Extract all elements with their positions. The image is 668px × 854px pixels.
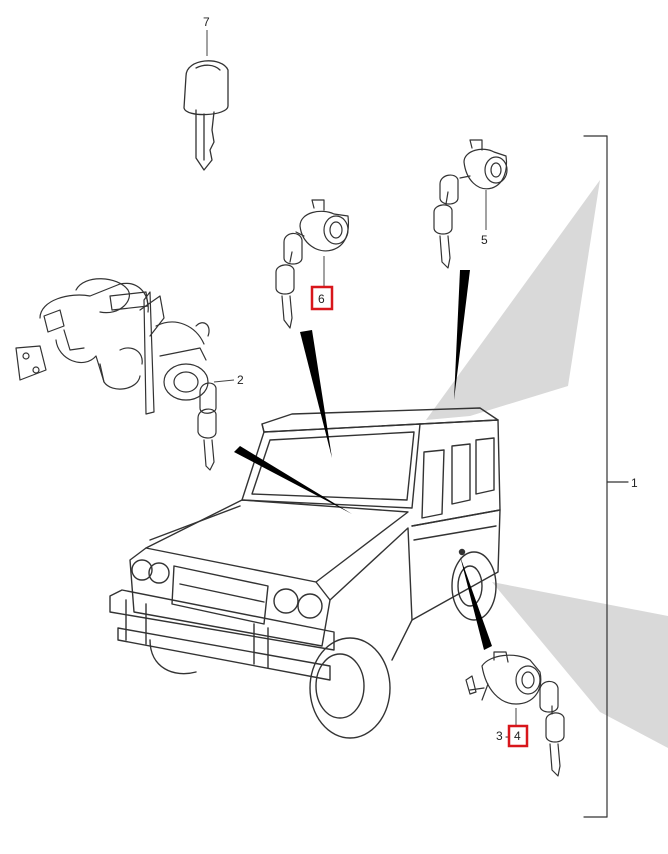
key-icon [183, 60, 229, 171]
tailgate-lock-cylinder [459, 139, 508, 190]
door-lock-cylinder [295, 199, 350, 252]
ignition-lock-assembly [15, 278, 210, 415]
callout-1[interactable]: 1 [631, 476, 638, 490]
callout-7[interactable]: 7 [203, 15, 210, 29]
beam-lower-right [492, 582, 668, 748]
pointer-wedges [234, 270, 492, 650]
callout-3[interactable]: 3 [496, 729, 503, 743]
key-icon [539, 680, 565, 777]
group-bracket [583, 135, 629, 818]
highlight-box-6 [310, 285, 334, 311]
leader-2 [213, 379, 235, 383]
callout-2[interactable]: 2 [237, 373, 244, 387]
highlight-box-4 [507, 724, 529, 748]
key-icon [275, 232, 303, 329]
beam-upper-right [426, 180, 600, 420]
pointer-ignition [234, 446, 352, 514]
pointer-driver-door [300, 330, 332, 458]
key-icon [433, 174, 459, 269]
key-icon [197, 382, 217, 471]
pointer-side-door [460, 556, 492, 650]
door-lock-cylinder [465, 651, 542, 705]
callout-6[interactable]: 6 [318, 292, 325, 306]
vehicle-illustration [109, 407, 501, 739]
callout-5[interactable]: 5 [481, 233, 488, 247]
pointer-rear-door [454, 270, 470, 400]
callout-4[interactable]: 4 [514, 729, 521, 743]
callout-3-4-separator: - [505, 729, 509, 743]
